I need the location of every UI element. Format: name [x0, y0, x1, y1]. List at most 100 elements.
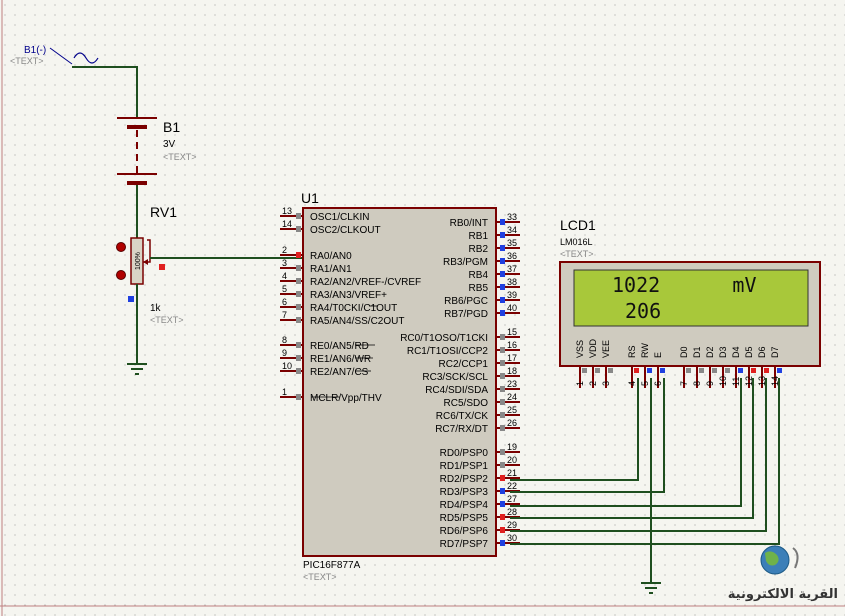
- lcd-pin-7[interactable]: 7 D0: [679, 346, 691, 388]
- mcu-pin-number: 34: [507, 225, 517, 235]
- mcu-pin-name: RA3/AN3/VREF+: [310, 290, 387, 301]
- mcu-pin-number: 8: [282, 335, 287, 345]
- mcu-pin-number: 24: [507, 392, 517, 402]
- mcu-pin-name: RB2: [469, 244, 489, 255]
- pot-decrease-icon[interactable]: [116, 270, 126, 280]
- lcd-pin-name: RS: [627, 345, 637, 358]
- lcd-pin-name: D4: [731, 346, 741, 358]
- lcd-pin-number: 7: [679, 381, 689, 386]
- mcu-pin-number: 28: [507, 507, 517, 517]
- lcd-part: LM016L: [560, 237, 593, 247]
- mcu-pin-name: RB4: [469, 270, 489, 281]
- pot-body-text: 100%: [135, 252, 142, 270]
- voltage-source-label[interactable]: B1(-) <TEXT>: [10, 45, 99, 66]
- mcu-pin-name: RE2/AN7/CS: [310, 367, 369, 378]
- ground-symbol-left-icon: [127, 363, 147, 375]
- lcd-pin-5[interactable]: 5 RW: [640, 343, 652, 388]
- mcu-pin-number: 38: [507, 277, 517, 287]
- lcd-ref: LCD1: [560, 217, 596, 233]
- mcu-pin-number: 23: [507, 379, 517, 389]
- lcd-line-2: 206: [625, 299, 661, 323]
- lcd-pin-9[interactable]: 9D2: [705, 346, 717, 388]
- lcd-pin-name: VSS: [575, 340, 585, 358]
- mcu-pin-number: 37: [507, 264, 517, 274]
- mcu-pin-name: RD2/PSP2: [440, 474, 489, 485]
- pot-increase-icon[interactable]: [116, 242, 126, 252]
- lcd-module[interactable]: LCD1 LM016L <TEXT> 1022 mV 206 1VSS2VDD3…: [559, 217, 821, 388]
- lcd-pin-number: 6: [653, 381, 663, 386]
- mcu-body: [302, 207, 497, 557]
- source-arrow-icon: [49, 47, 73, 65]
- lcd-pin-number: 5: [640, 381, 650, 386]
- mcu-pin-name: RB3/PGM: [443, 257, 488, 268]
- lcd-pin-11[interactable]: 11 D4: [731, 346, 743, 388]
- mcu-pin-name: RE0/AN5/RD: [310, 341, 369, 352]
- mcu-pin-name: OSC2/CLKOUT: [310, 225, 381, 236]
- mcu-pin-number: 36: [507, 251, 517, 261]
- potentiometer-rv1[interactable]: RV1 100% 1k <TEXT>: [116, 204, 184, 325]
- mcu-pin-name: RA0/AN0: [310, 251, 352, 262]
- battery-tag: <TEXT>: [163, 152, 197, 162]
- lcd-pin-6[interactable]: 6E: [653, 352, 665, 388]
- lcd-pin-name: RW: [640, 343, 650, 358]
- microcontroller-u1[interactable]: U1 PIC16F877A <TEXT> 13OSC1/CLKIN14OSC2/…: [280, 190, 520, 582]
- battery-ref: B1: [163, 119, 180, 135]
- battery-b1[interactable]: B1 3V <TEXT>: [117, 117, 197, 185]
- lcd-pin-8[interactable]: 8D1: [692, 346, 704, 388]
- lcd-pin-name: D3: [718, 346, 728, 358]
- mcu-pin-number: 40: [507, 303, 517, 313]
- mcu-pin-number: 6: [282, 297, 287, 307]
- mcu-pin-number: 30: [507, 533, 517, 543]
- mcu-pin-number: 39: [507, 290, 517, 300]
- mcu-pin-number: 10: [282, 361, 292, 371]
- lcd-pin-name: D2: [705, 346, 715, 358]
- mcu-pin-name: RD0/PSP0: [440, 448, 489, 459]
- mcu-pin-number: 5: [282, 284, 287, 294]
- mcu-right-pins: 33RB0/INT34RB135RB236RB3/PGM37RB438RB539…: [400, 212, 520, 550]
- lcd-pin-4[interactable]: 4RS: [627, 345, 639, 388]
- lcd-pin-number: 11: [731, 377, 741, 386]
- lcd-pin-name: D0: [679, 346, 689, 358]
- mcu-pin-number: 13: [282, 206, 292, 216]
- lcd-pin-name: VEE: [601, 340, 611, 358]
